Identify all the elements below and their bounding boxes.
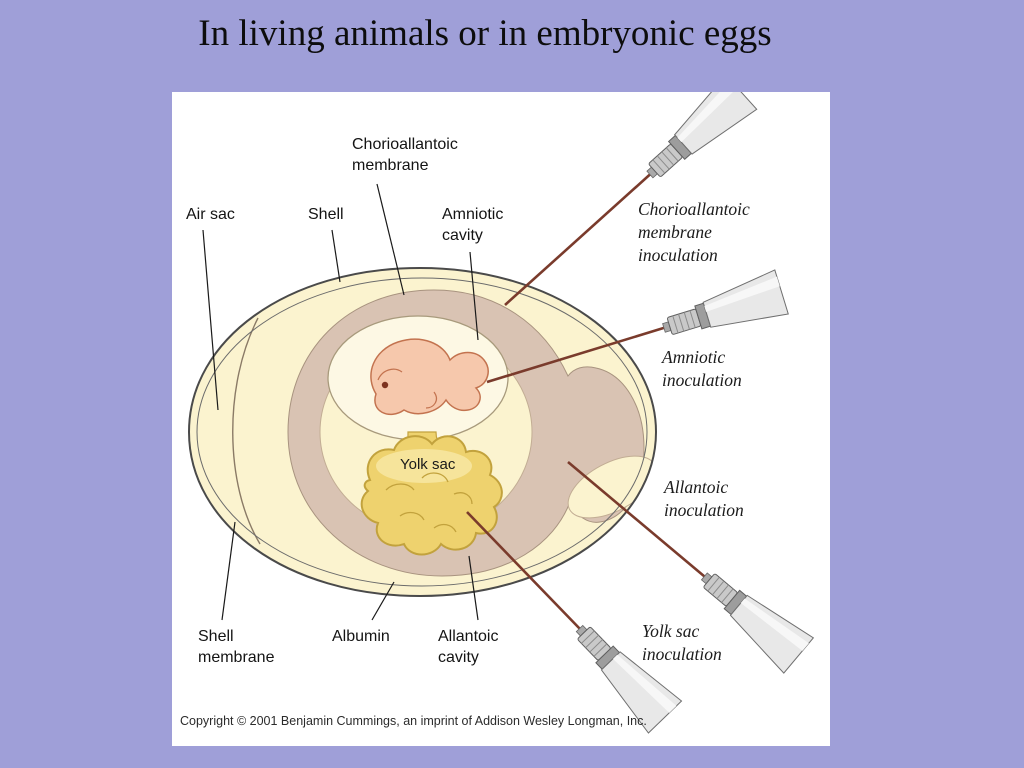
label-chorioallantoic-inoculation: Chorioallantoic membrane inoculation (638, 198, 750, 267)
slide-title: In living animals or in embryonic eggs (198, 13, 772, 54)
shell-outline (187, 266, 658, 598)
label-line: membrane (638, 222, 712, 242)
label-yolk-sac-inoculation: Yolk sac inoculation (642, 620, 722, 666)
label-shell-membrane: Shell membrane (198, 626, 274, 668)
label-line: inoculation (642, 644, 722, 664)
label-line: Allantoic (664, 477, 729, 497)
label-line: Chorioallantoic (638, 199, 750, 219)
label-line: cavity (442, 227, 483, 244)
label-line: Amniotic (662, 347, 726, 367)
leader-shell-membrane (221, 521, 236, 621)
label-amniotic-cavity: Amniotic cavity (442, 204, 503, 246)
egg-diagram (187, 92, 815, 734)
leader-albumin (371, 581, 395, 621)
label-yolk-sac: Yolk sac (400, 456, 456, 473)
air-sac-line (232, 317, 261, 545)
leader-amniotic-cavity (469, 251, 479, 341)
syringe-allantoic (567, 461, 815, 674)
label-allantoic-cavity: Allantoic cavity (438, 626, 498, 668)
needle-amniotic (486, 326, 665, 384)
needle-yolk-sac (466, 511, 581, 630)
figure-panel: Chorioallantoic membrane Air sac Shell A… (172, 92, 830, 746)
leader-lines (202, 183, 479, 621)
label-amniotic-inoculation: Amniotic inoculation (662, 346, 742, 392)
label-air-sac: Air sac (186, 206, 235, 223)
label-shell: Shell (308, 206, 344, 223)
syringe-amniotic (486, 269, 789, 384)
needle-allantoic (567, 461, 706, 578)
label-line: inoculation (664, 500, 744, 520)
label-line: inoculation (638, 245, 718, 265)
label-line: membrane (352, 157, 429, 174)
embryo-eye (381, 381, 389, 389)
copyright-text: Copyright © 2001 Benjamin Cummings, an i… (180, 714, 647, 728)
label-allantoic-inoculation: Allantoic inoculation (664, 476, 744, 522)
label-line: Allantoic (438, 628, 499, 645)
needle-chorioallantoic (504, 173, 651, 306)
label-line: Chorioallantoic (352, 136, 458, 153)
label-line: membrane (198, 649, 275, 666)
label-line: inoculation (662, 370, 742, 390)
embryo (370, 338, 489, 415)
label-line: Shell (198, 628, 234, 645)
label-line: cavity (438, 649, 479, 666)
syringe-yolk-sac (466, 511, 683, 734)
label-chorioallantoic-membrane: Chorioallantoic membrane (352, 134, 458, 176)
shell-membrane-line (196, 277, 648, 587)
yolk-sac-shape (360, 435, 503, 556)
leader-chorioallantoic-membrane (376, 183, 405, 296)
label-line: Amniotic (442, 206, 504, 223)
leader-allantoic-cavity (468, 555, 479, 621)
label-line: Yolk sac (642, 621, 700, 641)
leader-air-sac (202, 229, 219, 411)
leader-shell (331, 229, 341, 283)
syringe-chorioallantoic (504, 92, 758, 306)
label-albumin: Albumin (332, 628, 390, 645)
